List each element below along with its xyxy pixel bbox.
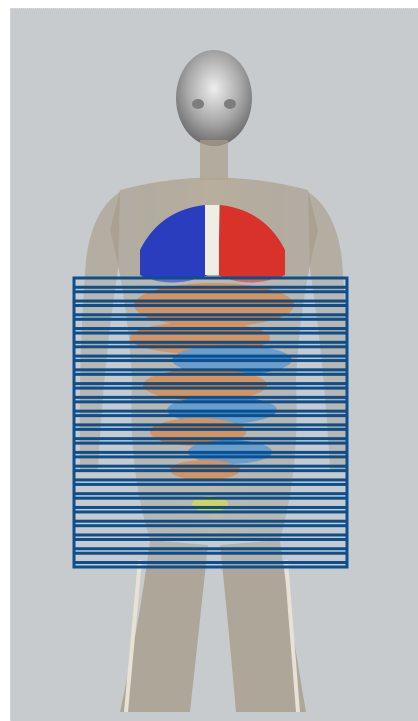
slice-stripe bbox=[74, 347, 347, 356]
slice-stripe bbox=[74, 471, 347, 480]
slice-stripe bbox=[74, 512, 347, 521]
slice-stripe bbox=[74, 292, 347, 301]
slice-stripe bbox=[74, 361, 347, 370]
slice-stripe bbox=[74, 388, 347, 397]
slice-stripe bbox=[74, 416, 347, 425]
slice-stripe bbox=[74, 402, 347, 411]
slice-stripe bbox=[74, 539, 347, 548]
slice-stripe bbox=[74, 429, 347, 438]
slice-stripe bbox=[74, 484, 347, 493]
slice-stripe bbox=[74, 457, 347, 466]
slice-stripe bbox=[74, 553, 347, 562]
slice-stripe bbox=[74, 443, 347, 452]
slice-stripe bbox=[74, 498, 347, 507]
slice-stripe bbox=[74, 319, 347, 328]
slice-stripe bbox=[74, 526, 347, 535]
slice-stripe bbox=[74, 306, 347, 315]
slice-stripe bbox=[74, 333, 347, 342]
slice-stripe bbox=[74, 374, 347, 383]
head bbox=[176, 50, 252, 180]
